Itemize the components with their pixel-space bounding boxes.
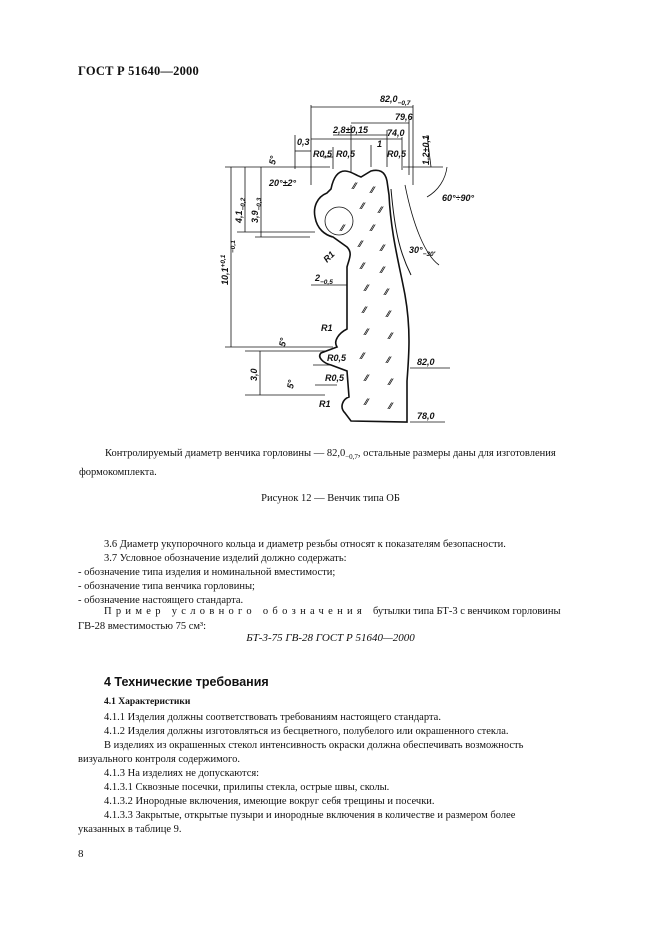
svg-text:⁄⁄: ⁄⁄	[369, 223, 377, 233]
dim-2: 2−0,5	[314, 273, 333, 286]
svg-text:⁄⁄: ⁄⁄	[377, 205, 385, 215]
clause-4-1-3-3: 4.1.3.3 Закрытые, открытые пузыри и инор…	[104, 810, 516, 821]
dim-82-0-b: 82,0	[417, 357, 435, 367]
section-title: 4 Технические требования	[104, 675, 269, 689]
radius-r1-c: R1	[319, 399, 331, 409]
page-number: 8	[78, 848, 84, 860]
radius-r1-b: R1	[321, 323, 333, 333]
angle-60-90: 60°÷90°	[442, 193, 475, 203]
dim-2-8: 2,8±0,15	[332, 125, 369, 135]
svg-text:⁄⁄: ⁄⁄	[363, 397, 371, 407]
radius-r05-a: R0,5	[313, 149, 333, 159]
svg-text:⁄⁄: ⁄⁄	[385, 355, 393, 365]
svg-text:⁄⁄: ⁄⁄	[363, 283, 371, 293]
dim-79-6: 79,6	[395, 112, 414, 122]
dim-3-9: 3,9−0,3	[250, 197, 263, 223]
svg-text:⁄⁄: ⁄⁄	[369, 185, 377, 195]
angle-20: 20°±2°	[268, 178, 297, 188]
clause-4-1-1: 4.1.1 Изделия должны соответствовать тре…	[104, 712, 441, 723]
svg-text:⁄⁄: ⁄⁄	[387, 331, 395, 341]
clause-4-1-3-1: 4.1.3.1 Сквозные посечки, прилипы стекла…	[104, 782, 390, 793]
svg-text:⁄⁄: ⁄⁄	[379, 265, 387, 275]
svg-text:⁄⁄: ⁄⁄	[379, 243, 387, 253]
clause-4-1-3: 4.1.3 На изделиях не допускаются:	[104, 768, 260, 779]
radius-r05-c: R0,5	[387, 149, 407, 159]
colored-glass-line-2: визуального контроля содержимого.	[78, 754, 240, 765]
subsection-title: 4.1 Характеристики	[104, 697, 191, 707]
svg-text:⁄⁄: ⁄⁄	[359, 351, 367, 361]
list-item: - обозначение типа венчика горловины;	[78, 581, 255, 592]
dim-1: 1	[377, 139, 382, 149]
radius-r05-e: R0,5	[325, 373, 345, 383]
dim-10-1: 10,1+0,1	[220, 254, 230, 285]
clause-4-1-3-3-cont: указанных в таблице 9.	[78, 824, 182, 835]
dim-10-1-tol-bottom: −0,1	[230, 240, 237, 253]
dim-3-0: 3,0	[249, 368, 259, 381]
svg-text:⁄⁄: ⁄⁄	[359, 261, 367, 271]
list-item: - обозначение настоящего стандарта.	[78, 595, 244, 606]
radius-r1-a: R1	[321, 249, 336, 264]
svg-text:⁄⁄: ⁄⁄	[387, 401, 395, 411]
paragraph-3-7: 3.7 Условное обозначение изделий должно …	[104, 553, 347, 564]
angle-30: 30°−30′	[409, 245, 436, 258]
angle-5-top: 5°	[267, 155, 278, 166]
dim-4-1: 4,1−0,2	[234, 197, 247, 224]
colored-glass-line-1: В изделиях из окрашенных стекол интенсив…	[104, 740, 524, 751]
standard-header: ГОСТ Р 51640—2000	[78, 64, 199, 78]
svg-text:⁄⁄: ⁄⁄	[357, 239, 365, 249]
list-item: - обозначение типа изделия и номинальной…	[78, 567, 336, 578]
svg-text:⁄⁄: ⁄⁄	[339, 223, 347, 233]
svg-text:⁄⁄: ⁄⁄	[363, 373, 371, 383]
svg-text:⁄⁄: ⁄⁄	[361, 305, 369, 315]
clause-4-1-3-2: 4.1.3.2 Инородные включения, имеющие вок…	[104, 796, 435, 807]
svg-text:⁄⁄: ⁄⁄	[359, 201, 367, 211]
figure-caption: Рисунок 12 — Венчик типа ОБ	[261, 493, 400, 504]
designation-formula: БТ-3-75 ГВ-28 ГОСТ Р 51640—2000	[246, 632, 415, 644]
svg-text:⁄⁄: ⁄⁄	[383, 287, 391, 297]
drawing-note: Контролируемый диаметр венчика горловины…	[79, 448, 556, 479]
example-line: Пример условного обозначения бутылки тип…	[104, 606, 561, 617]
dim-0-3: 0,3	[297, 137, 310, 147]
dim-74-0: 74,0	[387, 128, 405, 138]
svg-text:⁄⁄: ⁄⁄	[385, 309, 393, 319]
svg-text:⁄⁄: ⁄⁄	[351, 181, 359, 191]
svg-text:⁄⁄: ⁄⁄	[387, 377, 395, 387]
dim-78-0: 78,0	[417, 411, 435, 421]
neck-finish-drawing: ⁄⁄⁄⁄ ⁄⁄⁄⁄ ⁄⁄⁄⁄ ⁄⁄⁄⁄ ⁄⁄⁄⁄ ⁄⁄⁄⁄ ⁄⁄⁄⁄ ⁄⁄⁄⁄ …	[220, 94, 475, 423]
radius-r05-b: R0,5	[336, 149, 356, 159]
example-line-2: ГВ-28 вместимостью 75 см³:	[78, 621, 207, 632]
angle-5-low: 5°	[285, 379, 296, 390]
dim-82-0: 82,0−0,7	[380, 94, 411, 107]
dim-1-2: 1,2±0,1	[421, 135, 431, 165]
svg-text:⁄⁄: ⁄⁄	[363, 327, 371, 337]
clause-4-1-2: 4.1.2 Изделия должны изготовляться из бе…	[104, 726, 509, 737]
angle-5-mid: 5°	[277, 337, 288, 348]
paragraph-3-6: 3.6 Диаметр укупорочного кольца и диамет…	[104, 539, 506, 550]
radius-r05-d: R0,5	[327, 353, 347, 363]
